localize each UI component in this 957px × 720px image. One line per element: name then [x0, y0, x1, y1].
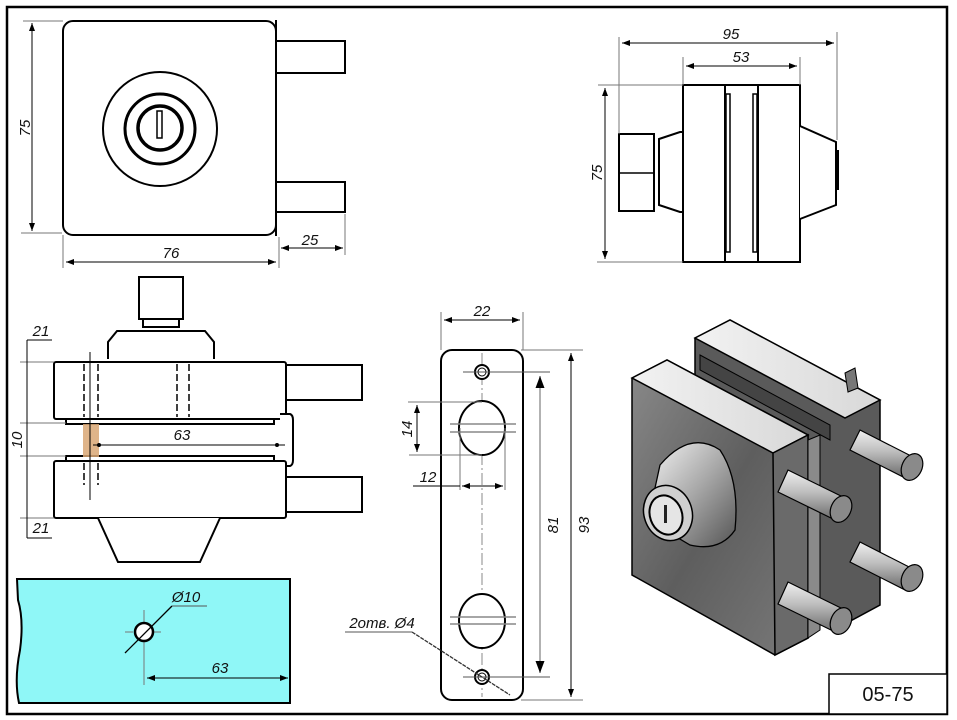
glass-edge-offset-label: 63 [212, 660, 229, 677]
pin-bottom-right [285, 476, 363, 513]
slot-top [458, 400, 506, 456]
top-thickness-label: 21 [32, 323, 50, 340]
bottom-thickness-label: 21 [32, 520, 50, 537]
front-width-label: 76 [163, 245, 180, 262]
top-knob [138, 276, 184, 320]
top-lower-block [53, 460, 287, 519]
top-view: 21 21 10 63 [9, 276, 363, 563]
top-knob-collar [107, 330, 215, 359]
slot-bottom [458, 593, 506, 649]
top-upper-block [53, 361, 287, 420]
front-height-label: 75 [17, 119, 34, 136]
front-view: 75 76 25 [17, 20, 346, 268]
sheet-frame [5, 5, 949, 716]
plate-width-label: 22 [473, 303, 491, 320]
side-view: 95 53 75 [589, 26, 839, 263]
iso-pin-front-lower [777, 581, 853, 635]
lock-outer-ring [102, 71, 218, 187]
strike-plate-view: 22 14 12 81 93 2отв. Ø4 [345, 303, 593, 701]
side-overall-width-label: 95 [723, 26, 740, 43]
glass-panel [15, 578, 291, 704]
side-body [682, 84, 801, 263]
iso-pin-back-upper [849, 429, 924, 481]
title-block: 05-75 [828, 673, 948, 715]
front-body [62, 20, 277, 236]
iso-pin-back-lower [849, 541, 924, 592]
glass-cutout-view: Ø10 63 [15, 578, 291, 704]
glass-hole-diameter-label: Ø10 [171, 589, 201, 606]
side-knob-collar [658, 131, 684, 213]
isometric-view [630, 319, 924, 657]
side-body-width-label: 53 [733, 49, 750, 66]
glass-hole [133, 621, 155, 643]
drawing-code: 05-75 [862, 684, 913, 706]
slot-height-label: 14 [399, 421, 416, 438]
pin-upper [275, 40, 346, 74]
glass-gap-label: 10 [9, 431, 26, 448]
pin-offset-label: 63 [174, 427, 191, 444]
iso-key-slot-icon [664, 505, 667, 523]
pin-top-right [285, 364, 363, 401]
key-slot-icon [156, 110, 163, 139]
slot-width-label: 12 [420, 469, 437, 486]
iso-pin-front-upper [777, 469, 853, 523]
top-cone [97, 517, 221, 563]
hole-spacing-label: 81 [545, 517, 562, 534]
side-cone [799, 125, 837, 220]
glass-gap-highlight [83, 424, 99, 457]
side-height-label: 75 [589, 164, 606, 181]
pin-lower [275, 181, 346, 213]
lock-cylinder [136, 104, 184, 152]
pin-protrusion-label: 25 [301, 232, 319, 249]
lock-mid-ring [123, 92, 197, 166]
holes-note-label: 2отв. Ø4 [348, 615, 414, 632]
overall-length-label: 93 [576, 516, 593, 533]
